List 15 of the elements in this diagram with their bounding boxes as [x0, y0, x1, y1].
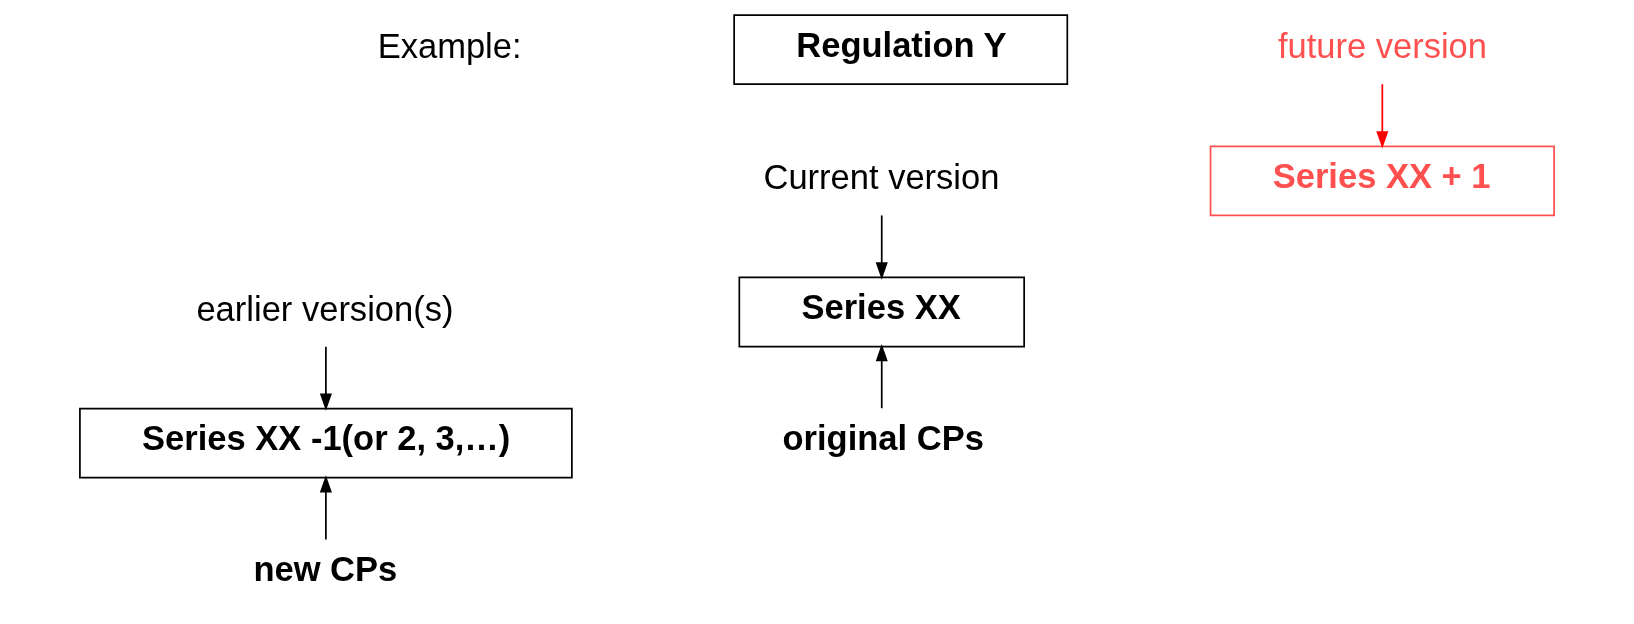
node-box: Regulation Y: [733, 14, 1069, 85]
arrow: [319, 345, 332, 411]
node-box: Series XX -1(or 2, 3,…): [79, 407, 573, 479]
arrow: [1376, 83, 1389, 149]
node-box: Series XX: [738, 276, 1025, 348]
arrow: [319, 475, 332, 541]
node-text: new CPs: [253, 550, 398, 589]
arrow: [875, 214, 888, 280]
node-text: Current version: [763, 158, 1000, 197]
node-text: earlier version(s): [196, 289, 454, 328]
node-text: original CPs: [782, 419, 984, 458]
node-box: Series XX + 1: [1209, 145, 1555, 217]
arrow: [875, 344, 888, 410]
label: Example:: [377, 27, 522, 66]
node-text: future version: [1277, 27, 1488, 66]
